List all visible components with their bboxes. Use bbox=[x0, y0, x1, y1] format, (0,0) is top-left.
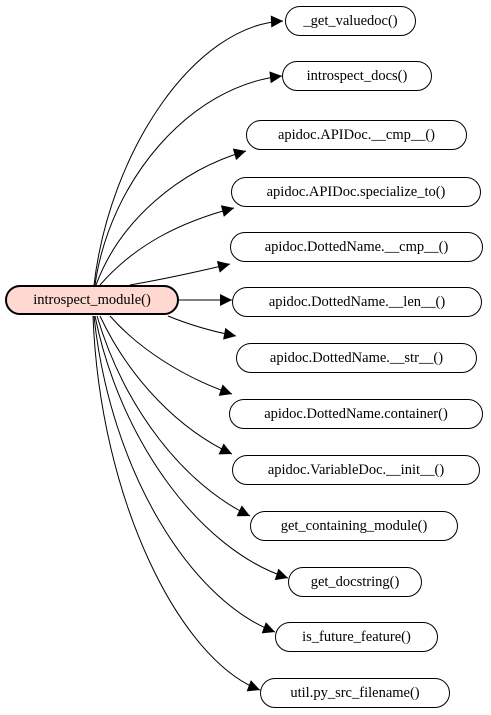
callee-node-introspect-docs[interactable]: introspect_docs() bbox=[282, 61, 432, 91]
edge-variabledoc-init bbox=[99, 315, 233, 455]
edge-introspect-docs bbox=[94, 71, 283, 286]
callee-node-dottedname-cmp[interactable]: apidoc.DottedName.__cmp__() bbox=[230, 232, 483, 262]
callee-node-util-py-src-filename[interactable]: util.py_src_filename() bbox=[260, 678, 450, 708]
callee-node-apidoc-apidoc-cmp[interactable]: apidoc.APIDoc.__cmp__() bbox=[246, 120, 467, 150]
edge-get-docstring bbox=[94, 315, 289, 581]
callee-node-get-docstring[interactable]: get_docstring() bbox=[288, 567, 422, 597]
edge-is-future-feature bbox=[93, 315, 276, 634]
edge-dottedname-cmp bbox=[129, 260, 231, 286]
callee-node-dottedname-container[interactable]: apidoc.DottedName.container() bbox=[229, 399, 483, 429]
callee-node-dottedname-str[interactable]: apidoc.DottedName.__str__() bbox=[236, 343, 477, 373]
edge-dottedname-container bbox=[109, 315, 233, 396]
edge-util-py-src-filename bbox=[92, 315, 261, 692]
callee-node-is-future-feature[interactable]: is_future_feature() bbox=[275, 622, 438, 652]
edge-get-valuedoc bbox=[93, 15, 284, 286]
callee-node-get-valuedoc[interactable]: _get_valuedoc() bbox=[285, 6, 416, 36]
edge-apidoc-cmp bbox=[95, 148, 247, 286]
edge-dottedname-str bbox=[167, 315, 237, 340]
callee-node-apidoc-apidoc-specialize-to[interactable]: apidoc.APIDoc.specialize_to() bbox=[231, 177, 481, 207]
root-node-introspect-module[interactable]: introspect_module() bbox=[5, 285, 179, 315]
callee-node-dottedname-len[interactable]: apidoc.DottedName.__len__() bbox=[232, 287, 482, 317]
callee-node-get-containing-module[interactable]: get_containing_module() bbox=[250, 511, 458, 541]
edge-get-containing-module bbox=[96, 315, 251, 517]
edge-apidoc-specialize-to bbox=[99, 205, 235, 286]
callee-node-variabledoc-init[interactable]: apidoc.VariableDoc.__init__() bbox=[232, 455, 480, 485]
